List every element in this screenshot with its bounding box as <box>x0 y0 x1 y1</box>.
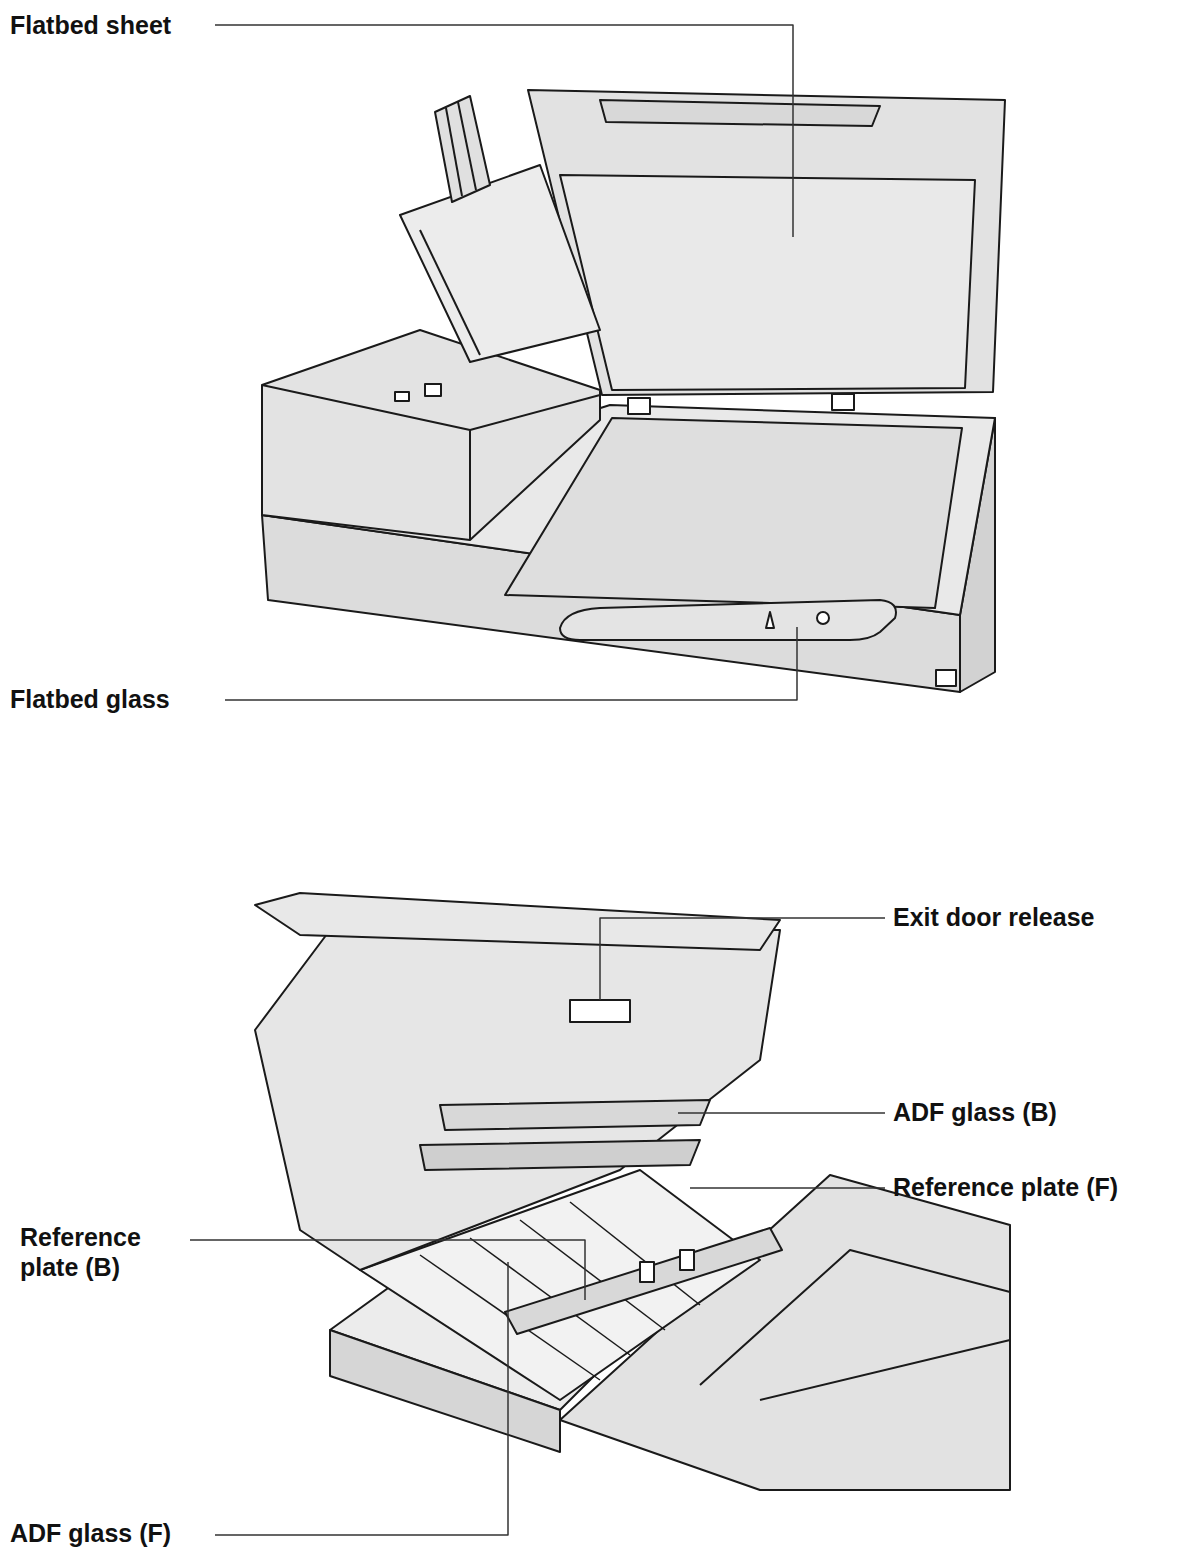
lid-hinge <box>628 398 650 414</box>
lid-hinge <box>832 394 854 410</box>
part-label: Reference plate (F) <box>893 1172 1118 1202</box>
adf-button <box>425 384 441 396</box>
roller <box>640 1262 654 1282</box>
leader-lines <box>190 25 885 1535</box>
leader-line <box>190 1240 585 1300</box>
part-label: Reference plate (B) <box>20 1222 185 1282</box>
flatbed-sheet-shape <box>560 175 975 390</box>
scanner-foot <box>936 670 956 686</box>
adf-edge <box>262 385 470 540</box>
exit-door-release-shape <box>570 1000 630 1022</box>
paper-chute-edge <box>420 230 480 355</box>
indicator-symbol <box>817 612 829 624</box>
adf-body <box>262 330 600 540</box>
open-cover <box>255 930 780 1270</box>
leader-line <box>690 1187 885 1189</box>
leader-line <box>225 627 797 700</box>
indicator-symbol <box>766 612 774 628</box>
tray-rib <box>446 108 462 196</box>
base-handle <box>560 600 896 640</box>
flatbed-glass-shape <box>505 418 962 608</box>
paper-tray-extension <box>435 96 490 202</box>
lid-grip <box>600 100 880 126</box>
adf-button <box>395 392 409 401</box>
part-label: Exit door release <box>893 902 1094 932</box>
lid-shape <box>528 90 1005 395</box>
roller <box>680 1250 694 1270</box>
leader-line <box>600 918 885 1000</box>
part-label: ADF glass (B) <box>893 1097 1057 1127</box>
tray-rib <box>458 102 476 190</box>
part-label: Flatbed glass <box>10 684 170 714</box>
leader-line <box>678 1112 885 1114</box>
adf-edge <box>470 395 600 430</box>
leader-line <box>215 1262 508 1535</box>
reference-plate-f-shape <box>420 1140 700 1170</box>
leader-line <box>215 25 793 237</box>
adf-glass-b-shape <box>440 1100 710 1130</box>
part-label: Flatbed sheet <box>10 10 171 40</box>
glass-edge <box>760 1340 1010 1400</box>
part-label: ADF glass (F) <box>10 1518 171 1548</box>
top-cover <box>255 893 780 950</box>
front-roller-bar <box>505 1228 782 1334</box>
paper-chute <box>400 165 600 362</box>
